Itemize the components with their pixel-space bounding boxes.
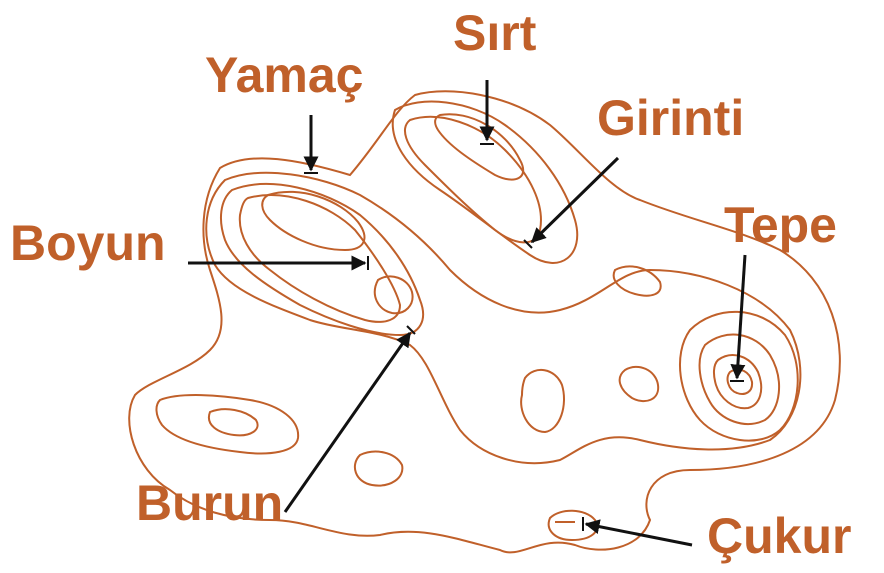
arrow-cukur bbox=[586, 524, 692, 545]
label-yamac: Yamaç bbox=[205, 50, 363, 100]
contour-small-island bbox=[375, 276, 413, 313]
contour-center-island bbox=[521, 370, 564, 432]
arrow-burun bbox=[285, 333, 410, 512]
contour-west-lobe bbox=[156, 395, 298, 453]
label-girinti: Girinti bbox=[597, 93, 744, 143]
arrow-tepe bbox=[737, 255, 745, 378]
contour-east-small-2 bbox=[620, 367, 659, 401]
label-tepe: Tepe bbox=[724, 200, 837, 250]
label-cukur: Çukur bbox=[707, 511, 851, 561]
arrow-girinti bbox=[532, 158, 618, 242]
label-sirt: Sırt bbox=[453, 8, 536, 58]
contour-north-top bbox=[262, 192, 364, 250]
contour-level-2 bbox=[206, 173, 800, 463]
label-burun: Burun bbox=[136, 478, 283, 528]
label-boyun: Boyun bbox=[10, 218, 166, 268]
contour-west-lobe-inner bbox=[209, 409, 258, 435]
contour-ridge-top bbox=[435, 114, 523, 179]
contour-lower-island bbox=[355, 452, 403, 486]
contour-level-4 bbox=[240, 195, 400, 322]
